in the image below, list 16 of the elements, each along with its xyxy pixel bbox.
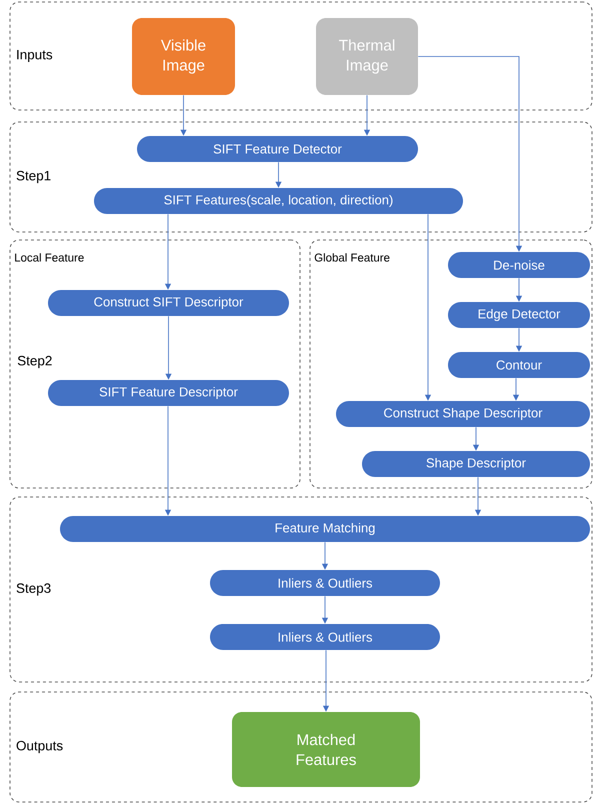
process-pill: Edge Detector [448, 302, 590, 328]
image-box: Visible Image [132, 18, 235, 95]
process-pill: De-noise [448, 252, 590, 278]
process-pill: Construct Shape Descriptor [336, 401, 590, 427]
process-pill: Contour [448, 352, 590, 378]
process-pill: Inliers & Outliers [210, 624, 440, 650]
image-box: Matched Features [232, 712, 420, 787]
step-label: Step2 [18, 356, 52, 368]
process-pill: SIFT Feature Descriptor [48, 380, 289, 406]
process-pill: Shape Descriptor [362, 451, 590, 477]
process-pill: Inliers & Outliers [210, 570, 440, 596]
process-pill: SIFT Features(scale, location, direction) [94, 188, 463, 214]
image-box: Thermal Image [316, 18, 418, 95]
process-pill: Construct SIFT Descriptor [48, 290, 289, 316]
process-pill: SIFT Feature Detector [137, 136, 418, 162]
process-pill: Feature Matching [60, 516, 590, 542]
